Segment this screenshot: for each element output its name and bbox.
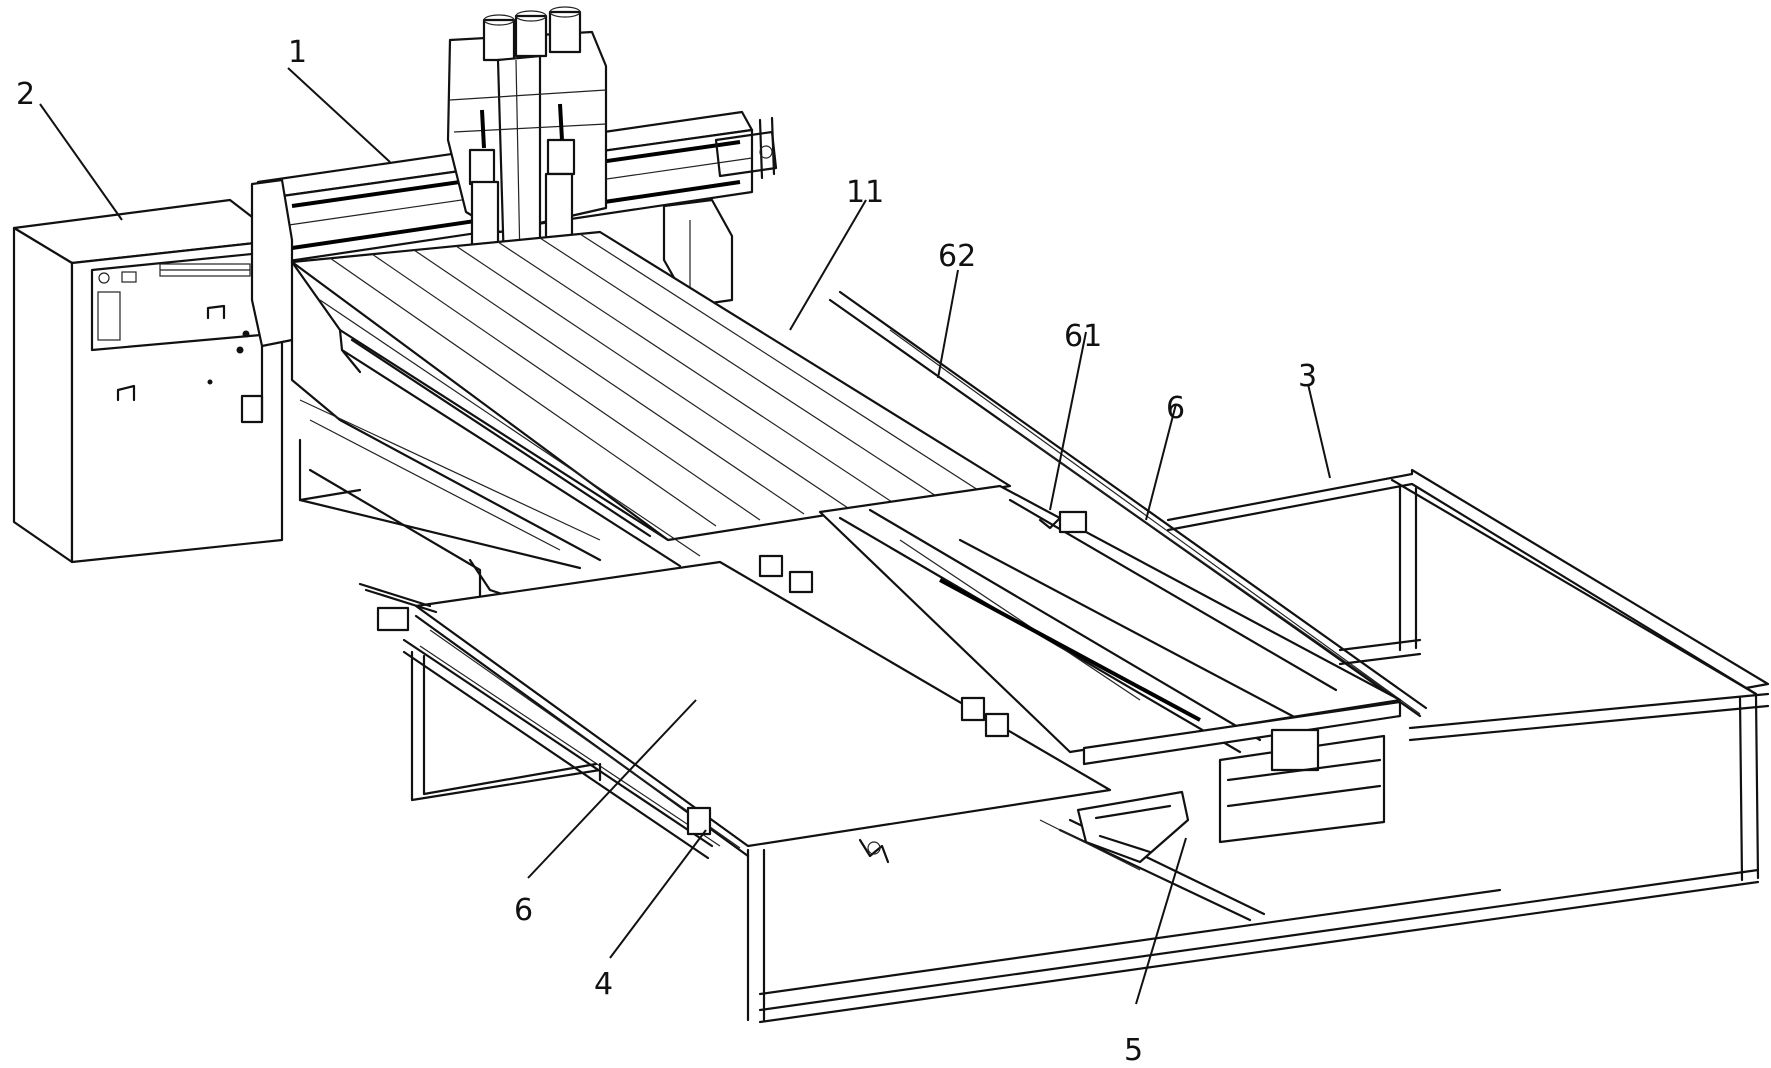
machine-frame-gantry <box>250 6 778 422</box>
leader-lines <box>39 67 1331 1005</box>
label-6-left: 6 <box>514 893 533 928</box>
label-61: 61 <box>1064 319 1102 354</box>
callout-labels: 1 2 11 62 61 6 3 6 4 5 <box>16 35 1317 1068</box>
label-6-right: 6 <box>1166 391 1185 426</box>
label-2: 2 <box>16 77 35 112</box>
label-11: 11 <box>846 175 884 210</box>
left-table-board <box>358 560 1112 864</box>
worktable <box>290 230 1428 718</box>
label-3: 3 <box>1298 359 1317 394</box>
label-1: 1 <box>288 35 307 70</box>
control-cabinet <box>12 198 284 564</box>
label-5: 5 <box>1124 1033 1143 1068</box>
label-4: 4 <box>594 967 613 1002</box>
support-frame <box>746 468 1770 1024</box>
lift-device <box>1039 790 1190 871</box>
right-table-board <box>758 484 1402 844</box>
label-62: 62 <box>938 239 976 274</box>
